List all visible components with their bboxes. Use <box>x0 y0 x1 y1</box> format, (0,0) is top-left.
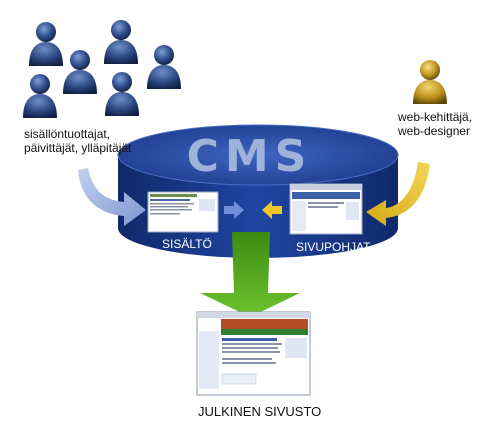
templates-label: SIVUPOHJAT <box>296 240 371 254</box>
person-icon-blue <box>147 45 181 89</box>
person-icon-blue <box>29 22 63 66</box>
authors-to-content-arrow <box>78 168 146 226</box>
templates-page-thumbnail <box>289 183 363 235</box>
cms-label: CMS <box>186 131 313 182</box>
developer-label: web-kehittäjä, web-designer <box>398 110 472 138</box>
person-icon-blue <box>23 74 57 118</box>
developer-label-line2: web-designer <box>398 124 471 138</box>
person-icon-gold <box>413 60 447 104</box>
publish-arrow <box>200 232 300 317</box>
public-site-label: JULKINEN SIVUSTO <box>198 404 322 419</box>
developer-label-line1: web-kehittäjä, <box>398 110 473 124</box>
person-icon-blue <box>104 20 138 64</box>
public-site-thumbnail <box>196 311 311 396</box>
authors-label: sisällöntuottajat, päivittäjät, ylläpitä… <box>24 127 131 155</box>
content-label: SISÄLTÖ <box>162 237 212 251</box>
templates-merge-arrow <box>262 201 282 219</box>
content-page-thumbnail <box>147 191 219 233</box>
content-merge-arrow <box>224 201 244 219</box>
authors-label-line2: päivittäjät, ylläpitäjät <box>24 141 132 155</box>
person-icon-blue <box>105 72 139 116</box>
developer-to-templates-arrow <box>366 162 430 226</box>
authors-label-line1: sisällöntuottajat, <box>24 127 111 141</box>
person-icon-blue <box>63 50 97 94</box>
